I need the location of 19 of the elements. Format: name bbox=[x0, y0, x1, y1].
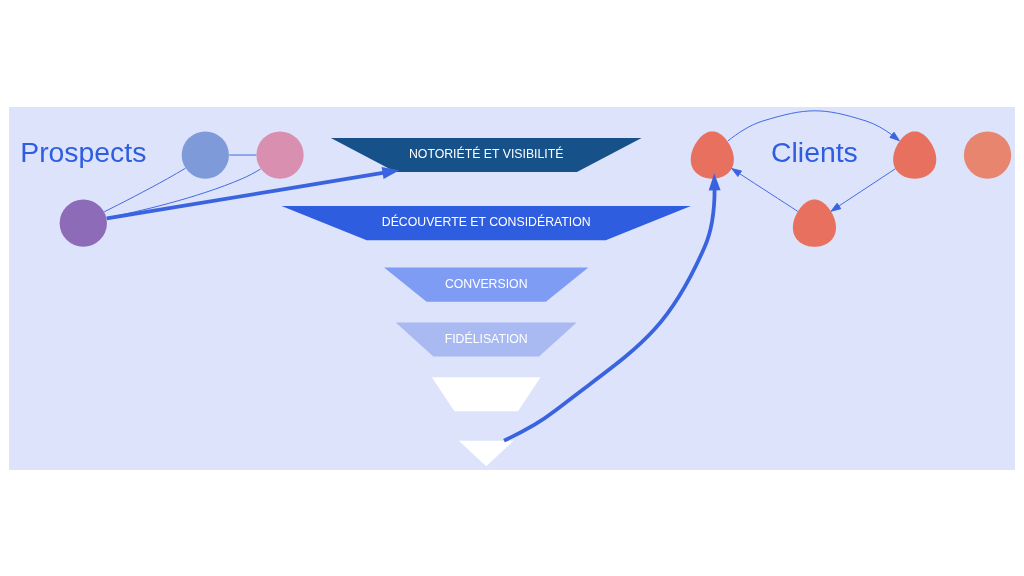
arrow bbox=[106, 166, 400, 220]
arrow bbox=[727, 109, 900, 141]
node-text: Clients bbox=[771, 135, 858, 168]
node-picture bbox=[431, 376, 541, 411]
node-circle bbox=[181, 130, 229, 179]
node-circle bbox=[59, 199, 107, 247]
connector bbox=[103, 167, 186, 212]
node-person bbox=[690, 130, 734, 179]
node-text: Prospects bbox=[20, 135, 147, 168]
node-circle bbox=[256, 130, 304, 179]
node-person bbox=[792, 199, 836, 247]
arrow bbox=[503, 172, 721, 442]
node-circle bbox=[963, 130, 1012, 179]
arrow bbox=[830, 167, 896, 212]
arrow bbox=[731, 167, 799, 212]
node-triangle bbox=[458, 440, 514, 466]
connector bbox=[228, 154, 257, 155]
node-person bbox=[893, 130, 937, 179]
connector bbox=[106, 168, 261, 218]
